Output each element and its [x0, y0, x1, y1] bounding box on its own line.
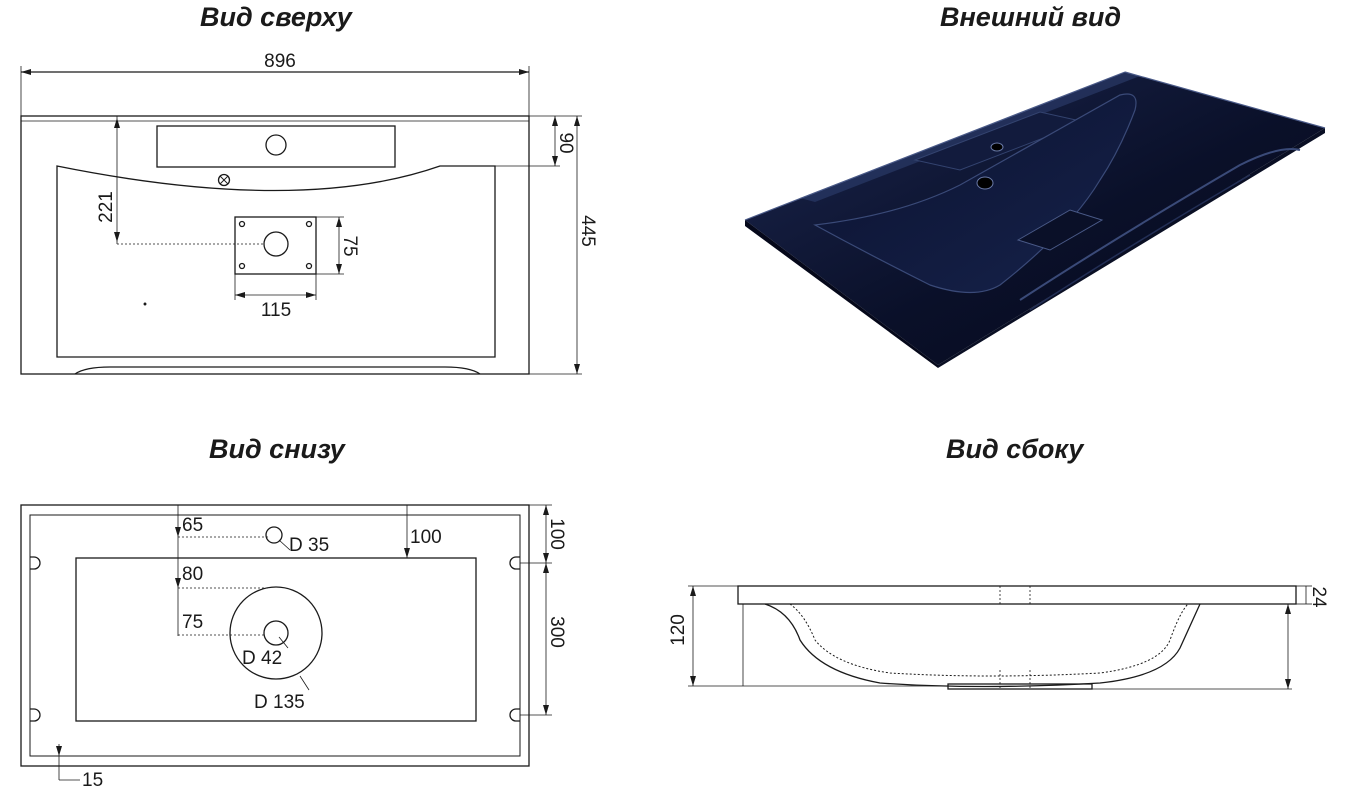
bottom-inner-outline	[29, 514, 521, 757]
top-view-labels: 896 221 75 115 90 445	[96, 51, 598, 321]
bottom-view-labels: 65 D 35 100 80 75 D 42 D 135 15 100 300	[82, 515, 567, 791]
mount-slot-right-top	[509, 556, 520, 570]
mount-slot-left-bottom	[30, 708, 41, 722]
side-view	[688, 585, 1312, 690]
label-drain-d42: D 42	[242, 648, 282, 669]
top-outline	[20, 115, 530, 375]
label-plate-width-115: 115	[261, 300, 291, 321]
bottom-outer-outline	[20, 504, 530, 767]
label-rim-24: 24	[1308, 586, 1329, 608]
drain-hole-d42	[263, 620, 289, 646]
label-edge-15: 15	[82, 770, 103, 791]
bottom-bowl-outline	[75, 557, 477, 722]
label-offset-75: 75	[182, 612, 203, 633]
label-drain-ring-d135: D 135	[254, 692, 305, 713]
faucet-hole-d35	[265, 526, 283, 544]
label-bowl-300: 300	[546, 616, 567, 648]
label-hole-d35: D 35	[289, 535, 329, 556]
label-plate-height-75: 75	[339, 235, 360, 256]
drain-plate	[234, 216, 317, 275]
label-edge-100-v: 100	[546, 518, 567, 550]
heading-side-view: Вид сбоку	[946, 434, 1084, 464]
faucet-hole	[265, 134, 287, 156]
mount-slot-right-bottom	[509, 708, 520, 722]
label-height-120: 120	[668, 614, 689, 646]
label-edge-100-h: 100	[410, 527, 442, 548]
bottom-view	[20, 504, 552, 781]
side-bowl-profile	[764, 603, 1201, 688]
drain-ring-d135	[229, 586, 323, 680]
label-width-896: 896	[264, 51, 296, 72]
top-view	[20, 66, 582, 375]
side-rim	[737, 585, 1297, 605]
sink-overflow-hole	[976, 176, 994, 190]
side-view-labels: 120 24	[668, 586, 1329, 645]
bowl-outline	[56, 165, 496, 358]
front-lip	[74, 366, 481, 375]
heading-external-view: Внешний вид	[940, 2, 1122, 32]
sink-faucet-hole	[990, 142, 1004, 152]
label-faucet-deck-90: 90	[555, 132, 576, 153]
faucet-deck	[156, 125, 396, 168]
label-drain-offset-221: 221	[96, 191, 117, 223]
heading-bottom-view: Вид снизу	[209, 434, 345, 464]
sink-bowl	[813, 93, 1137, 294]
drain-hole	[263, 231, 289, 257]
heading-top-view: Вид сверху	[200, 2, 352, 32]
label-depth-445: 445	[577, 215, 598, 247]
side-drain-flange	[947, 683, 1093, 690]
overflow-symbol	[217, 173, 231, 187]
sink-render	[744, 71, 1326, 368]
label-offset-80: 80	[182, 564, 203, 585]
mount-slot-left-top	[30, 556, 41, 570]
label-offset-65: 65	[182, 515, 203, 536]
sink-drain-plate	[1016, 209, 1104, 251]
